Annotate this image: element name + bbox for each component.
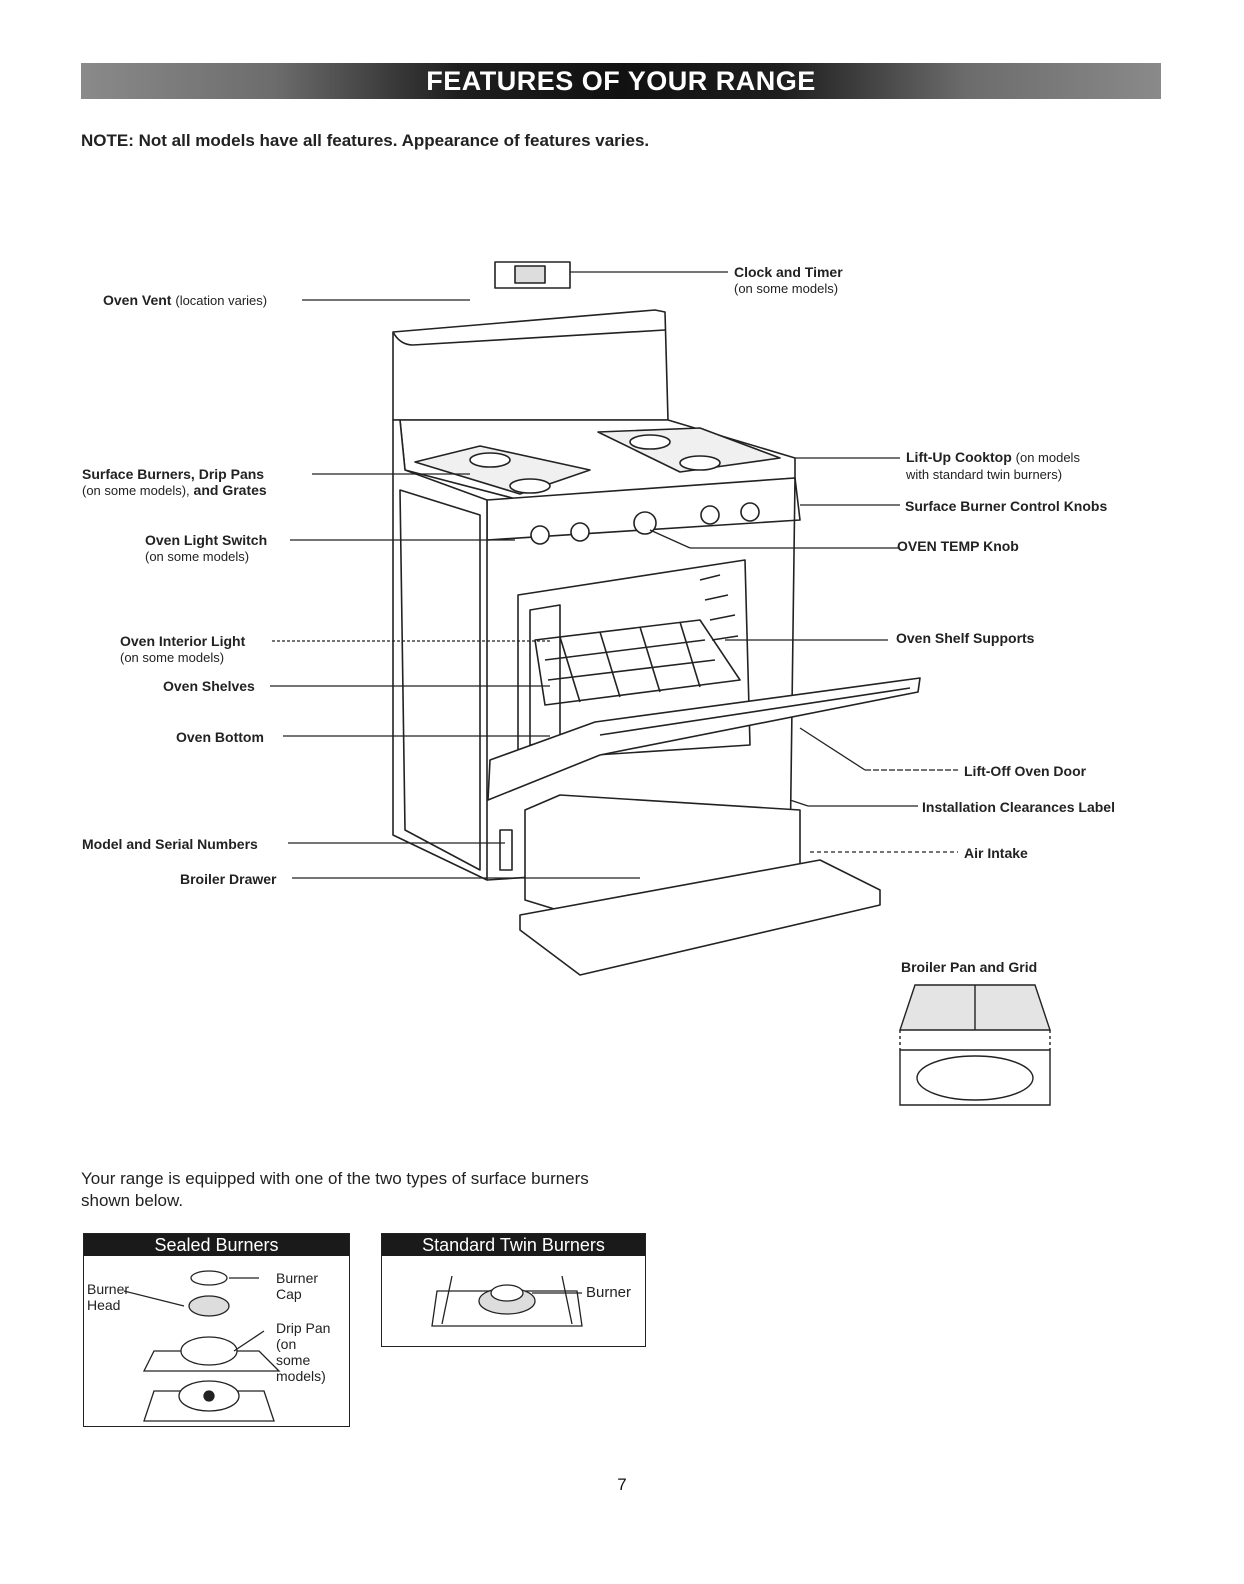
oven-interior-light-label: Oven Interior Light(on some models)	[120, 633, 246, 665]
burner-head-label: Burner Head	[87, 1281, 130, 1313]
burner-types-intro: Your range is equipped with one of the t…	[81, 1169, 589, 1210]
clock-timer-label: Clock and Timer(on some models)	[734, 264, 843, 296]
broiler-pan-grid-label: Broiler Pan and Grid	[901, 959, 1038, 975]
models-note: NOTE: Not all models have all features. …	[81, 131, 650, 150]
lift-off-door-label: Lift-Off Oven Door	[964, 763, 1087, 779]
banner-title: FEATURES OF YOUR RANGE	[426, 66, 816, 96]
oven-shelf	[534, 619, 741, 706]
twin-burner-diagram	[431, 1275, 583, 1327]
features-banner: FEATURES OF YOUR RANGE	[81, 63, 1161, 99]
oven-vent-label: Oven Vent (location varies)	[103, 292, 268, 308]
surface-burners-label: Surface Burners, Drip Pans (on some mode…	[82, 466, 267, 498]
model-serial-label: Model and Serial Numbers	[82, 836, 258, 852]
air-intake-label: Air Intake	[964, 845, 1028, 861]
twin-burners-title: Standard Twin Burners	[382, 1234, 645, 1256]
lift-up-cooktop-label: Lift-Up Cooktop (on models with standard…	[906, 449, 1080, 482]
twin-burner-label: Burner	[586, 1284, 632, 1301]
range-left-side	[392, 419, 488, 881]
control-knobs-label: Surface Burner Control Knobs	[905, 498, 1108, 514]
drip-pan-label: Drip Pan (on some models)	[276, 1320, 331, 1384]
oven-door	[487, 677, 921, 801]
broiler-drawer-label: Broiler Drawer	[180, 871, 277, 887]
broiler-pan-grid	[899, 984, 1051, 1106]
sealed-burners-title: Sealed Burners	[84, 1234, 349, 1256]
oven-shelves-label: Oven Shelves	[163, 678, 255, 694]
page-number: 7	[617, 1475, 627, 1494]
model-plate	[499, 829, 513, 871]
twin-burners-box: Standard Twin Burners Burner	[381, 1233, 646, 1347]
oven-bottom-label: Oven Bottom	[176, 729, 264, 745]
shelf-supports-label: Oven Shelf Supports	[896, 630, 1035, 646]
sealed-burners-box: Sealed Burners Burner Head Burner Cap Dr…	[83, 1233, 350, 1427]
oven-temp-knob-label: OVEN TEMP Knob	[897, 538, 1019, 554]
sealed-burner-diagram	[123, 1270, 281, 1422]
oven-light-switch-label: Oven Light Switch(on some models)	[145, 532, 268, 564]
install-clearances-label: Installation Clearances Label	[922, 799, 1115, 815]
backguard	[392, 309, 669, 421]
burner-cap-label: Burner Cap	[276, 1270, 319, 1302]
broiler-drawer-front	[519, 859, 881, 976]
clock-display	[514, 265, 546, 284]
